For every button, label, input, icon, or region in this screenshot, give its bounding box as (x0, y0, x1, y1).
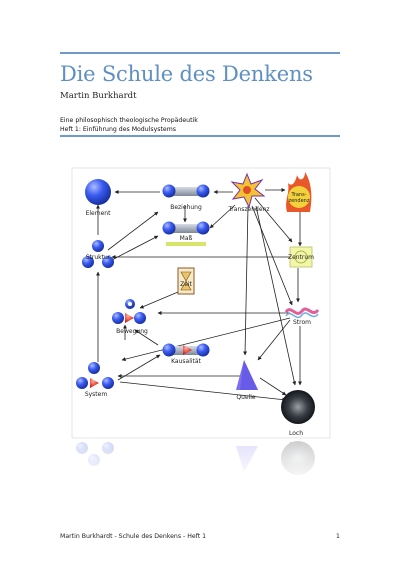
node-bewegung: Bewegung (112, 299, 148, 335)
subtitle: Eine philosophisch theologische Propädeu… (60, 116, 198, 134)
subtitle-line-1: Eine philosophisch theologische Propädeu… (60, 117, 198, 124)
node-element: Element (85, 179, 111, 217)
node-transzendenz-label: Transzendenz (228, 206, 270, 213)
node-mass-label: Maß (180, 235, 193, 242)
subtitle-line-2: Heft 1: Einführung des Modulsystems (60, 126, 176, 133)
node-struktur-label: Struktur (86, 254, 111, 261)
node-zentrum: Zentrum (288, 246, 314, 268)
node-element-label: Element (86, 210, 111, 217)
node-loch-label: Loch (289, 430, 303, 437)
top-rule (60, 52, 340, 54)
author-name: Martin Burkhardt (60, 91, 137, 101)
node-loch: Loch (281, 390, 315, 437)
node-struktur: Struktur (82, 240, 114, 268)
node-beziehung: Beziehung (162, 184, 210, 211)
node-kausalitaet-label: Kausalität (171, 358, 201, 365)
diagram-arrows (96, 188, 302, 402)
node-quelle-label: Quelle (236, 394, 256, 401)
node-strom-label: Strom (293, 319, 311, 326)
node-kausalitaet: Kausalität (162, 343, 210, 365)
node-zeit-label: Zeit (180, 281, 192, 288)
node-mass: Maß (162, 221, 210, 246)
footer-text: Martin Burkhardt - Schule des Denkens - … (60, 533, 207, 540)
node-quelle: Quelle (236, 360, 258, 401)
node-trans-badge: Trans- zendenz (286, 172, 312, 212)
node-beziehung-label: Beziehung (170, 204, 202, 211)
node-bewegung-label: Bewegung (116, 328, 148, 335)
diagram-frame (71, 167, 331, 439)
diagram-reflection: Loch (72, 438, 330, 483)
trans-badge-line-2: zendenz (289, 198, 310, 204)
node-system: System (76, 362, 114, 398)
node-system-label: System (85, 391, 108, 398)
trans-badge-line-1: Trans- (290, 192, 306, 198)
node-strom: Strom (284, 307, 320, 326)
page-title: Die Schule des Denkens (60, 62, 313, 86)
node-transzendenz: Transzendenz (228, 172, 270, 213)
node-zentrum-label: Zentrum (288, 254, 314, 261)
subtitle-rule (60, 135, 340, 137)
node-zeit: Zeit (177, 267, 195, 295)
page-number: 1 (336, 533, 340, 540)
